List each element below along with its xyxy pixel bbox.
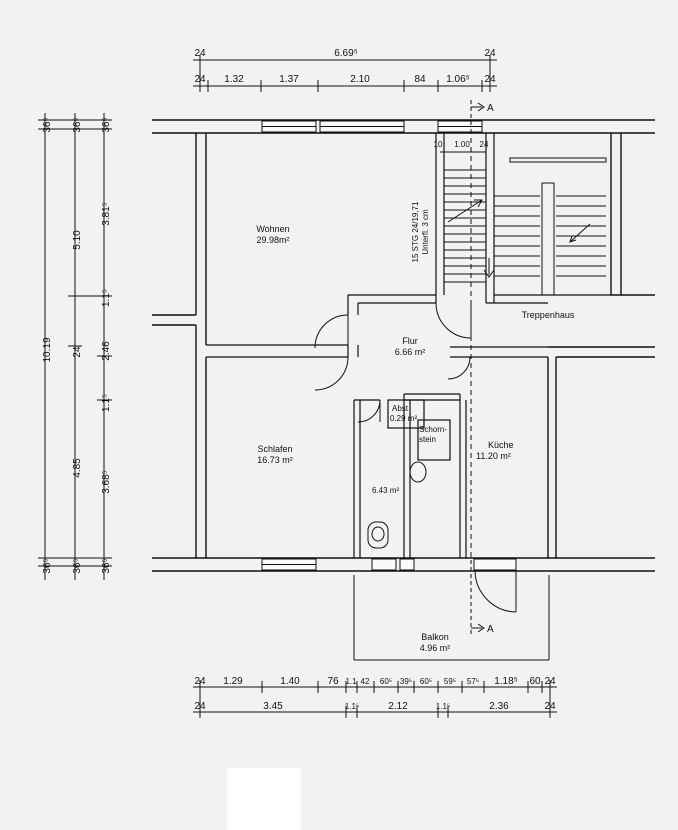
section-label-top: A (487, 103, 494, 114)
section-label-bottom: A (487, 624, 494, 635)
room-treppenhaus-name: Treppenhaus (522, 310, 575, 320)
exterior-walls (152, 119, 655, 572)
left-edge-4: 36⁵ (42, 558, 53, 573)
section-marker-bottom (470, 560, 485, 635)
left-part-3: 2.46 (101, 341, 112, 361)
left-part-4: 1.1⁵ (101, 394, 112, 412)
stair-dim-3: 24 (480, 140, 489, 149)
bottom-total-3: 2.12 (388, 701, 408, 712)
top-seg-5: 1.06⁵ (446, 74, 470, 85)
top-end-mark-4: 24 (484, 74, 496, 85)
bottom-total-4: 1.1⁵ (436, 702, 450, 711)
room-balkon-area: 4.96 m² (420, 643, 451, 653)
room-schornstein-label-2: stein (419, 435, 436, 444)
top-end-mark-2: 24 (484, 48, 496, 59)
room-schornstein-label-1: Schorn- (419, 425, 447, 434)
bottom-seg-1: 1.29 (223, 676, 243, 687)
left-edge-1: 36⁵ (42, 117, 53, 132)
left-part-5: 3.68⁵ (101, 470, 112, 494)
bottom-dimension-lines (193, 680, 557, 718)
bottom-seg-3: 76 (327, 676, 339, 687)
left-mid-2: 24 (72, 346, 83, 358)
bottom-seg-8: 60⁵ (420, 677, 432, 686)
bottom-total-2: 1.1⁵ (345, 702, 359, 711)
doors (314, 302, 517, 613)
bottom-seg-7: 39⁵ (400, 677, 412, 686)
room-flur-name: Flur (402, 336, 418, 346)
bottom-total-5: 2.36 (489, 701, 509, 712)
room-wohnen-area: 29.98m² (256, 235, 289, 245)
stairs-label-1: 15 STG 24/19,71 (411, 201, 420, 262)
room-bad-area: 6.43 m² (372, 486, 399, 495)
stair-dim-2: 1.00 (454, 140, 470, 149)
section-marker-top (470, 100, 485, 118)
top-dimension-lines (193, 55, 497, 92)
stairs-label-2: Unterfl. 3 cm (421, 209, 430, 255)
top-end-mark-3: 24 (194, 74, 206, 85)
bottom-seg-13: 24 (544, 676, 556, 687)
staircase-main (483, 157, 607, 296)
left-mid-3: 4.85 (72, 458, 83, 478)
blank-patch (227, 768, 301, 830)
top-seg-1: 1.32 (224, 74, 244, 85)
top-seg-3: 2.10 (350, 74, 370, 85)
room-kueche-name: Küche (488, 440, 514, 450)
room-abst-area: 0.29 m² (390, 414, 417, 423)
bottom-seg-11: 1.18⁵ (494, 676, 518, 687)
bottom-end-mark-1: 24 (194, 676, 206, 687)
bottom-seg-6: 60⁵ (380, 677, 392, 686)
left-edge-6: 36⁵ (101, 558, 112, 573)
left-total-dim: 10.19 (42, 337, 53, 362)
top-total-dim: 6.69⁵ (334, 48, 358, 59)
bottom-seg-5: 42 (361, 677, 370, 686)
windows-top (261, 120, 483, 133)
bottom-seg-12: 60 (529, 676, 541, 687)
left-mid-1: 5.10 (72, 230, 83, 250)
bottom-end-mark-2: 24 (194, 701, 206, 712)
bottom-total-1: 3.45 (263, 701, 283, 712)
room-schlafen-area: 16.73 m² (257, 455, 293, 465)
top-end-mark-1: 24 (194, 48, 206, 59)
left-part-1: 3.81⁵ (101, 202, 112, 226)
left-edge-3: 36⁵ (101, 117, 112, 132)
left-edge-5: 36⁵ (72, 558, 83, 573)
bottom-seg-10: 57⁵ (467, 677, 479, 686)
left-edge-2: 36⁵ (72, 117, 83, 132)
room-flur-area: 6.66 m² (395, 347, 426, 357)
left-dimension-lines (38, 113, 112, 580)
room-schlafen-name: Schlafen (257, 444, 292, 454)
balcony (353, 575, 550, 661)
bottom-seg-9: 59⁵ (444, 677, 456, 686)
room-abst-name: Abst (392, 404, 409, 413)
bottom-seg-4: 1.1 (345, 677, 357, 686)
stair-dim-1: 10 (434, 140, 443, 149)
staircase-flight (440, 151, 486, 283)
bottom-end-mark-3: 24 (544, 701, 556, 712)
bottom-seg-2: 1.40 (280, 676, 300, 687)
bathroom-fixtures (367, 461, 427, 549)
room-wohnen-name: Wohnen (256, 224, 289, 234)
top-seg-4: 84 (414, 74, 426, 85)
room-kueche-area: 11.20 m² (476, 451, 511, 461)
left-part-2: 1.1⁵ (101, 289, 112, 307)
top-seg-2: 1.37 (279, 74, 299, 85)
room-balkon-name: Balkon (421, 632, 449, 642)
windows-bottom (261, 558, 517, 571)
abst-box (387, 399, 451, 461)
